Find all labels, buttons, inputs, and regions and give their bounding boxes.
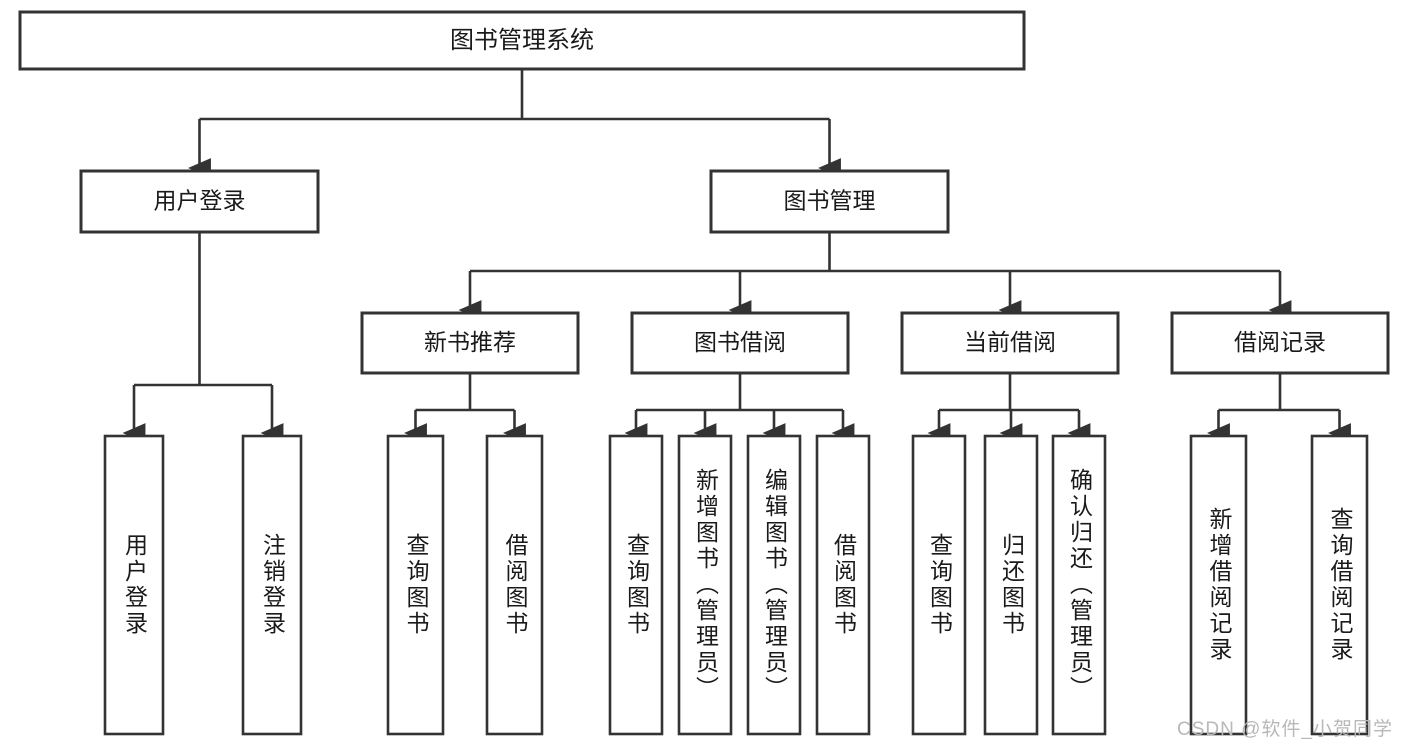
level3-node-1[interactable] [630,311,850,375]
leaf-node-1[interactable] [241,434,303,736]
leaf-node-9[interactable] [983,434,1039,736]
leaf-node-4[interactable] [608,434,664,736]
level2-node-0-label: 用户登录 [154,188,246,214]
watermark-text: CSDN @软件_小贺同学 [1177,719,1393,740]
level3-node-1-label: 图书借阅 [694,329,786,355]
node-e59bbee4b9a6e7aea1e79086e7b3bbe7bb9f-root-label: 图书管理系统 [450,27,594,54]
level2-node-0[interactable] [79,169,320,234]
leaf-node-2[interactable] [386,434,445,736]
level3-node-3[interactable] [1170,311,1390,375]
leaf-node-3[interactable] [485,434,544,736]
level2-node-1[interactable] [709,169,950,234]
leaf-node-12[interactable] [1310,434,1369,736]
leaf-node-5[interactable] [677,434,733,736]
leaf-node-7[interactable] [815,434,871,736]
leaf-node-0[interactable] [103,434,165,736]
level3-node-0[interactable] [360,311,580,375]
level2-node-1-label: 图书管理 [784,188,876,214]
leaf-node-10[interactable] [1051,434,1107,736]
connector-layer [122,69,1351,443]
level3-node-2-label: 当前借阅 [964,329,1056,355]
level3-node-3-label: 借阅记录 [1234,329,1326,355]
level3-node-0-label: 新书推荐 [424,329,516,355]
leaf-node-6[interactable] [746,434,802,736]
leaf-node-11[interactable] [1189,434,1248,736]
level3-node-2[interactable] [900,311,1120,375]
leaf-node-8[interactable] [911,434,967,736]
node-box-layer [18,10,1390,736]
node-e59bbee4b9a6e7aea1e79086e7b3bbe7bb9f-root[interactable] [18,10,1026,71]
